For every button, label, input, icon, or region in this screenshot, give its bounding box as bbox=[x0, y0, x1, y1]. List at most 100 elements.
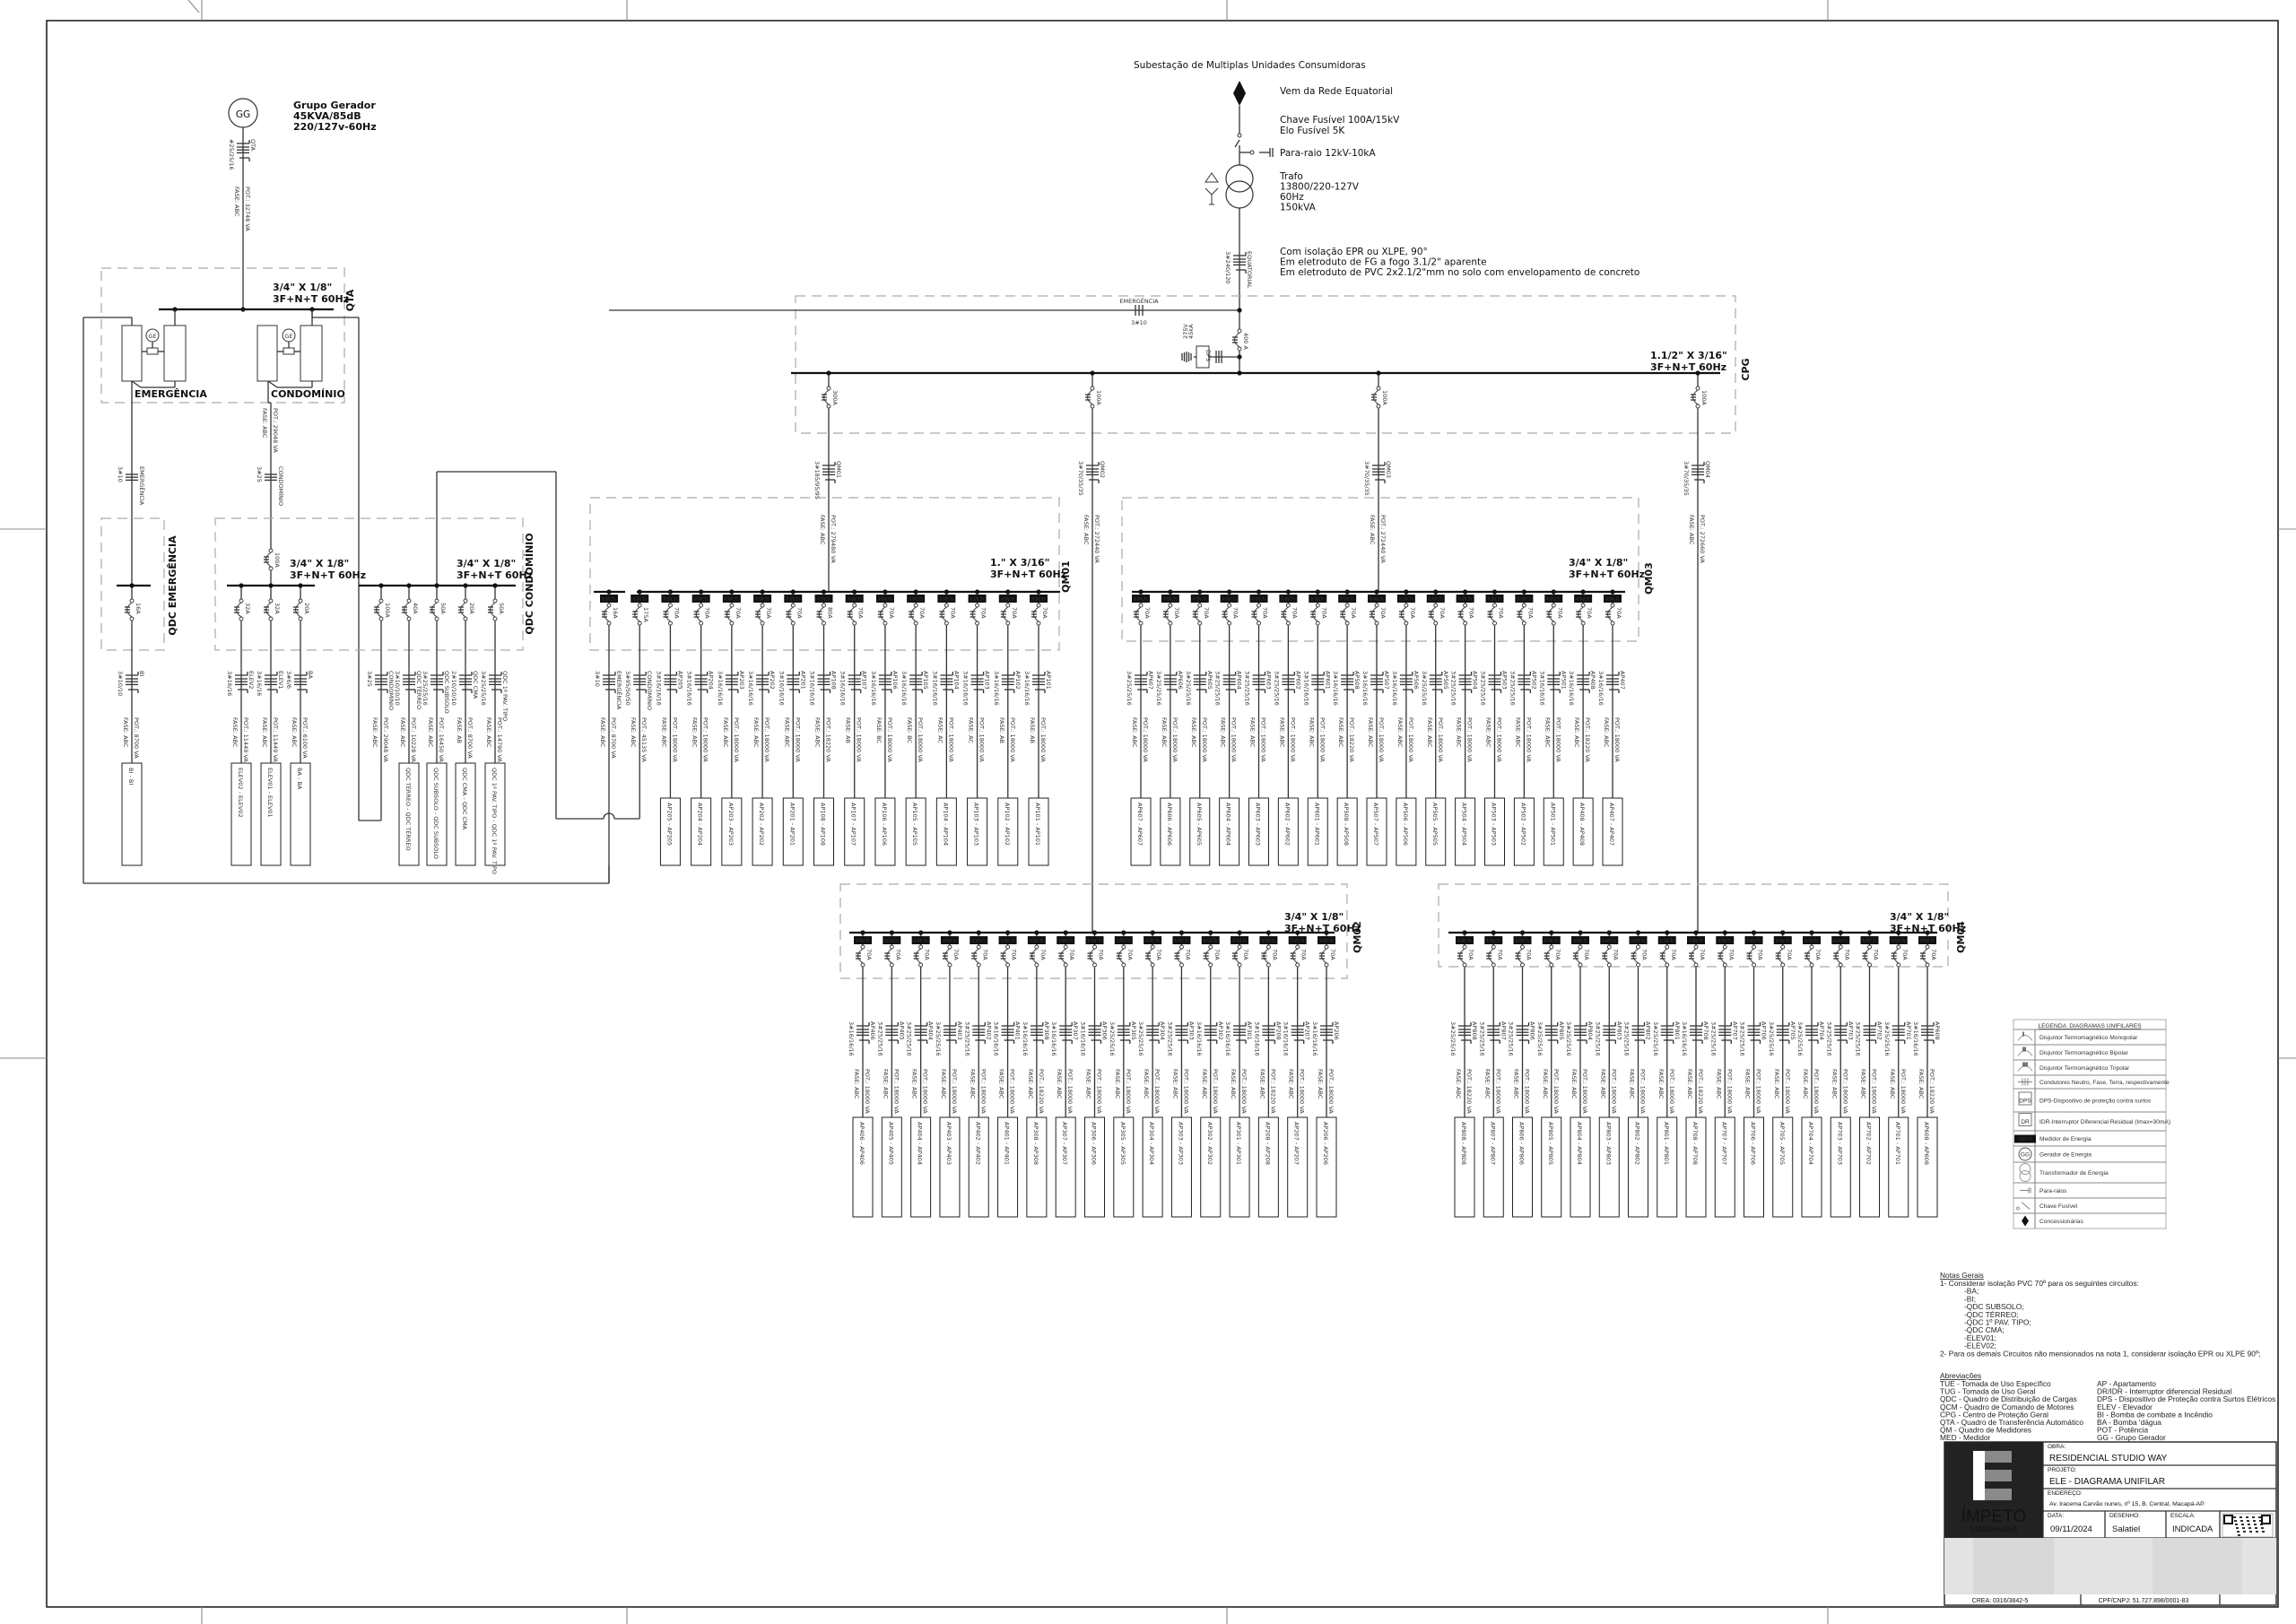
substation: Subestação de Multiplas Unidades Consumi… bbox=[1134, 60, 1639, 373]
label-part: AP207 bbox=[1293, 1122, 1300, 1141]
cable-size: 3#16/16/16 bbox=[1361, 671, 1369, 706]
cpf-cnpj: CPF/CNPJ: 51.727.898/0001-83 bbox=[2099, 1598, 2189, 1604]
cable-size: 3#25/25/16 bbox=[1421, 671, 1428, 706]
legend-item-label: Concessionárias bbox=[2039, 1219, 2083, 1225]
label-part: FASE: bbox=[1171, 1069, 1178, 1087]
load-box bbox=[1483, 1116, 1504, 1218]
cable-id: AP106 bbox=[891, 671, 899, 690]
label-part: ABC bbox=[1544, 735, 1551, 748]
breaker-rating: 70A bbox=[857, 607, 865, 619]
label-part: AP505 bbox=[1431, 827, 1439, 846]
circuit-phase: FASE: ABC bbox=[599, 717, 606, 748]
cable-size: 3#16/16 bbox=[226, 671, 233, 696]
circuit-power: POT.: 18000 VA bbox=[733, 717, 740, 762]
field-label: OBRA: bbox=[2048, 1444, 2066, 1450]
label-part: AP107 bbox=[850, 803, 857, 821]
circuit-breaker: 70A bbox=[786, 603, 803, 626]
label-part: 18000 bbox=[1039, 734, 1047, 753]
breaker-contact-icon bbox=[1178, 944, 1184, 950]
field-label: DESENHO: bbox=[2109, 1513, 2140, 1519]
label-part: VA bbox=[640, 752, 648, 762]
panel-name-cpg: CPG bbox=[1740, 358, 1752, 380]
transformer-icon bbox=[2019, 1163, 2031, 1182]
circuit-breaker: 70A bbox=[913, 944, 931, 968]
substation-title: Subestação de Multiplas Unidades Consumi… bbox=[1134, 60, 1366, 71]
circuit-power: POT.: 18220 VA bbox=[1348, 717, 1355, 762]
label-part: AP201 bbox=[788, 827, 796, 846]
label-part: 45135 bbox=[640, 734, 648, 753]
energy-meter: kW.h bbox=[1172, 936, 1191, 944]
circuit-breaker: 70A bbox=[1340, 603, 1357, 626]
cable-id: AP406 bbox=[869, 1021, 876, 1040]
circuit-power: POT.: 18000 VA bbox=[1668, 1069, 1675, 1114]
cable-size: 3#16/16/16 bbox=[747, 671, 754, 706]
label-part: AP301 bbox=[1235, 1146, 1242, 1165]
label-part: AP806 bbox=[1518, 1122, 1526, 1141]
panel-enclosure bbox=[1438, 883, 1949, 968]
junction-dot bbox=[606, 589, 612, 595]
cable-size: 3#25/25/16 bbox=[422, 671, 429, 706]
meter-icon bbox=[1574, 595, 1593, 603]
label-part: - bbox=[942, 821, 949, 827]
dps-spec: 45kA bbox=[1187, 324, 1195, 339]
wire-gap bbox=[1692, 948, 1700, 964]
label-part: AP402 bbox=[974, 1122, 981, 1141]
wire-gap bbox=[912, 606, 920, 622]
circuit-power: POT.: 272440 VA bbox=[1379, 515, 1387, 563]
drafter-value: Salatiel bbox=[2112, 1524, 2140, 1534]
cable-id: EMERGÊNCIA bbox=[138, 466, 146, 506]
load-label: AP403 - AP403 bbox=[945, 1122, 952, 1165]
load-label: AP707 - AP707 bbox=[1720, 1122, 1727, 1165]
junction-dot bbox=[852, 589, 857, 595]
label-part: - bbox=[820, 821, 827, 827]
cable-id: CONDOMÍNIO bbox=[387, 671, 396, 710]
breaker-rating: 70A bbox=[1498, 607, 1505, 619]
fuse-label: Chave Fusível 100A/15kV bbox=[1280, 115, 1400, 126]
label-part: ABC bbox=[1483, 1087, 1491, 1099]
label-part: BC bbox=[875, 735, 883, 743]
generator-label: 45KVA/85dB bbox=[293, 110, 361, 122]
cable-size: 3#10 bbox=[594, 671, 601, 687]
label-part: VA bbox=[1552, 1104, 1560, 1114]
circuit-phase: FASE: ABC bbox=[1201, 1069, 1208, 1099]
circuit-breaker: 70A bbox=[1261, 944, 1278, 968]
cable-size: 3#16/16/16 bbox=[655, 671, 662, 706]
cable-id: AP703 bbox=[1847, 1021, 1854, 1040]
meter-icon bbox=[1744, 936, 1763, 944]
wye-winding-icon bbox=[1205, 187, 1219, 205]
breaker-rating: 70A bbox=[1901, 949, 1909, 960]
breaker-contact-icon bbox=[1090, 404, 1095, 409]
label-part: 18000 bbox=[733, 734, 740, 753]
cable-size: 3#25/25/16 bbox=[1109, 1021, 1116, 1056]
load-label: AP508 - AP508 bbox=[1343, 803, 1350, 846]
breaker-contact-icon bbox=[1092, 962, 1097, 968]
meter-label: kW.h bbox=[856, 937, 870, 944]
label-part: FASE: bbox=[906, 717, 913, 735]
circuit-power: POT.: 18000 VA bbox=[1552, 1069, 1560, 1114]
cable-size: 3#25/25/16 bbox=[1825, 1021, 1832, 1056]
label-part: - bbox=[1779, 1141, 1786, 1146]
circuit-phase: FASE: ABC bbox=[427, 717, 434, 748]
label-part: VA bbox=[1153, 1104, 1161, 1114]
label-part: ABC bbox=[1114, 1087, 1121, 1099]
cable-size: 3#16/16/16 bbox=[1332, 671, 1339, 706]
circuit-phase: FASE: ABC bbox=[660, 717, 667, 748]
label-part: POT.: bbox=[1407, 717, 1414, 734]
breaker-contact-icon bbox=[826, 386, 831, 391]
energy-meter: kW.h bbox=[1259, 936, 1278, 944]
label-part: VA bbox=[794, 752, 801, 762]
cable-id: AP202 bbox=[769, 671, 776, 690]
load-box bbox=[1484, 797, 1505, 866]
circuit-breaker: 70A bbox=[1428, 603, 1446, 626]
drawing-title: ELE - DIAGRAMA UNIFILAR bbox=[2049, 1477, 2165, 1487]
label-part: AP502 bbox=[1519, 827, 1526, 846]
circuit-phase: FASE: ABC bbox=[371, 717, 378, 748]
label-part: POT.: bbox=[1289, 717, 1296, 734]
circuit-phase: FASE: AB bbox=[1029, 717, 1036, 743]
meter-icon bbox=[1231, 936, 1249, 944]
